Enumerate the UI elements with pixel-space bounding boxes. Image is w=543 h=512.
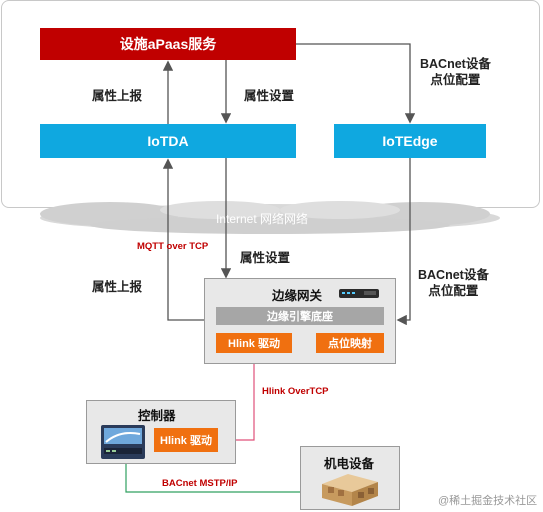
label-bacnet-config-top: BACnet设备 点位配置 bbox=[420, 56, 491, 88]
gateway-title: 边缘网关 bbox=[272, 289, 323, 303]
controller-device-icon bbox=[101, 425, 145, 459]
apaas-service-bar: 设施aPaas服务 bbox=[40, 28, 296, 60]
point-mapping: 点位映射 bbox=[316, 333, 384, 353]
label-report-mid: 属性上报 bbox=[92, 280, 143, 294]
label-bacnet-config-top-line1: BACnet设备 bbox=[420, 57, 491, 71]
controller-title: 控制器 bbox=[138, 409, 176, 423]
arrow-gateway-to-iotda bbox=[162, 158, 204, 321]
router-icon bbox=[339, 289, 379, 298]
label-set-mid: 属性设置 bbox=[240, 251, 291, 265]
label-bacnet-mstp: BACnet MSTP/IP bbox=[162, 478, 238, 489]
internet-label: Internet 网络网络 bbox=[216, 212, 309, 226]
controller-hlink-driver: Hlink 驱动 bbox=[154, 428, 218, 452]
iotedge-bar: IoTEdge bbox=[334, 124, 486, 158]
bacnet-line bbox=[125, 462, 320, 493]
label-report-top: 属性上报 bbox=[92, 89, 143, 103]
label-mqtt: MQTT over TCP bbox=[137, 241, 209, 252]
edge-engine-bar: 边缘引擎底座 bbox=[216, 307, 384, 325]
label-bacnet-config-mid: BACnet设备 点位配置 bbox=[418, 267, 489, 299]
iotda-bar: IoTDA bbox=[40, 124, 296, 158]
label-bacnet-config-mid-line1: BACnet设备 bbox=[418, 268, 489, 282]
mech-equipment-title: 机电设备 bbox=[324, 457, 375, 471]
arrow-apaas-to-iotedge bbox=[296, 43, 416, 124]
gateway-hlink-driver: Hlink 驱动 bbox=[216, 333, 292, 353]
label-bacnet-config-top-line2: 点位配置 bbox=[430, 73, 481, 87]
label-hlink-overtcp: Hlink OverTCP bbox=[262, 386, 329, 397]
label-set-top: 属性设置 bbox=[244, 89, 295, 103]
internet-cloud bbox=[40, 201, 500, 234]
arrow-iotedge-to-gateway bbox=[396, 158, 411, 326]
equipment-icon bbox=[322, 474, 378, 506]
label-bacnet-config-mid-line2: 点位配置 bbox=[428, 284, 479, 298]
watermark: @稀土掘金技术社区 bbox=[438, 495, 538, 507]
